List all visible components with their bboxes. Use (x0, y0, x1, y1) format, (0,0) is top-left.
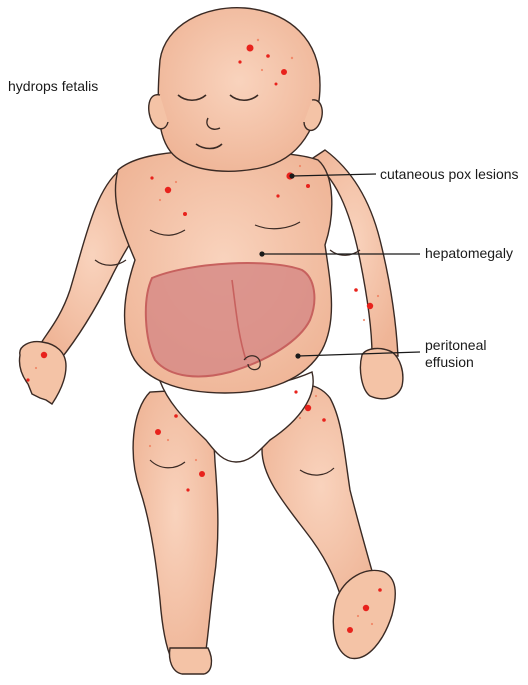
lesion (347, 627, 353, 633)
lesion (247, 45, 254, 52)
diagram-title: hydrops fetalis (8, 78, 98, 95)
lesion (266, 54, 270, 58)
lesion (322, 418, 326, 422)
label-cutaneous-pox-lesions: cutaneous pox lesions (380, 166, 519, 183)
lesion (174, 414, 178, 418)
lesion (305, 405, 311, 411)
lesion (281, 69, 287, 75)
lesion (41, 352, 47, 358)
lesion (367, 303, 373, 309)
lesion (186, 488, 189, 491)
lesion (276, 194, 279, 197)
right-hand (360, 348, 402, 398)
lesion (183, 212, 187, 216)
lesion (363, 605, 369, 611)
lesion (354, 288, 358, 292)
lesion (199, 471, 205, 477)
lesion (165, 187, 171, 193)
label-peritoneal-effusion-line2: effusion (425, 354, 474, 371)
lesion (306, 184, 310, 188)
lesion (26, 378, 29, 381)
left-hand (19, 342, 66, 404)
head (158, 8, 320, 172)
lesion (238, 60, 241, 63)
lesion (275, 83, 278, 86)
left-foot (170, 648, 212, 674)
lesion (155, 429, 161, 435)
lesion (150, 176, 153, 179)
label-hepatomegaly: hepatomegaly (425, 245, 513, 262)
label-peritoneal-effusion-line1: peritoneal (425, 337, 487, 354)
lesion (378, 588, 382, 592)
lesion (294, 390, 297, 393)
